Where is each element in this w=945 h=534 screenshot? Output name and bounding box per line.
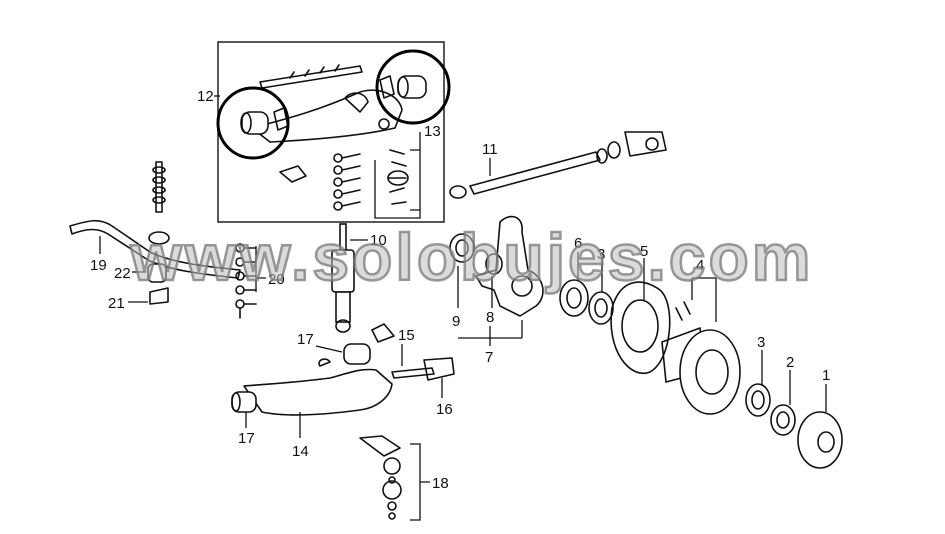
callout-10: 10	[370, 232, 387, 249]
callout-21: 21	[108, 295, 125, 312]
stabilizer-bar-group: 20 19 22 21	[69, 161, 285, 319]
callout-1: 1	[822, 367, 830, 384]
callout-8: 8	[486, 309, 494, 326]
callout-22: 22	[114, 265, 131, 282]
steering-knuckle-group: 9 8 7	[449, 215, 544, 366]
callout-16: 16	[436, 401, 453, 418]
callout-13: 13	[424, 123, 441, 140]
callout-5: 5	[640, 243, 648, 260]
callout-11: 11	[482, 141, 498, 158]
hub-assembly-group: 6 3 5 4 3 2 1	[559, 235, 843, 469]
stabilizer-bushing	[147, 263, 167, 283]
lower-arm-bushing-front	[343, 343, 371, 365]
callout-7: 7	[485, 349, 493, 366]
callout-3-rear: 3	[757, 334, 765, 351]
callout-19: 19	[90, 257, 107, 274]
callout-9: 9	[452, 313, 460, 330]
upper-control-arm-group: 12 13	[197, 41, 451, 223]
shock-absorber-group: 10	[331, 223, 387, 333]
lower-arm-bushing	[231, 391, 257, 413]
callout-17-bottom: 17	[238, 430, 255, 447]
callout-18: 18	[432, 475, 449, 492]
callout-12: 12	[197, 88, 214, 105]
callout-4: 4	[696, 257, 704, 274]
highlight-circle-left	[216, 86, 290, 160]
upper-arm-bushing-right	[379, 75, 427, 99]
callout-15: 15	[398, 327, 415, 344]
callout-14: 14	[292, 443, 309, 460]
highlight-circle-right	[375, 49, 451, 125]
watermark-text: www.solobujes.com	[130, 220, 814, 294]
torsion-bar-group: 11	[449, 131, 667, 199]
callout-6: 6	[574, 235, 582, 252]
callout-2: 2	[786, 354, 794, 371]
callout-20: 20	[268, 271, 285, 288]
dust-cap-part	[279, 165, 307, 183]
callout-17-top: 17	[297, 331, 314, 348]
callout-3-front: 3	[597, 246, 605, 263]
lower-control-arm-group: 18 17 15 16 17 14	[231, 323, 455, 521]
